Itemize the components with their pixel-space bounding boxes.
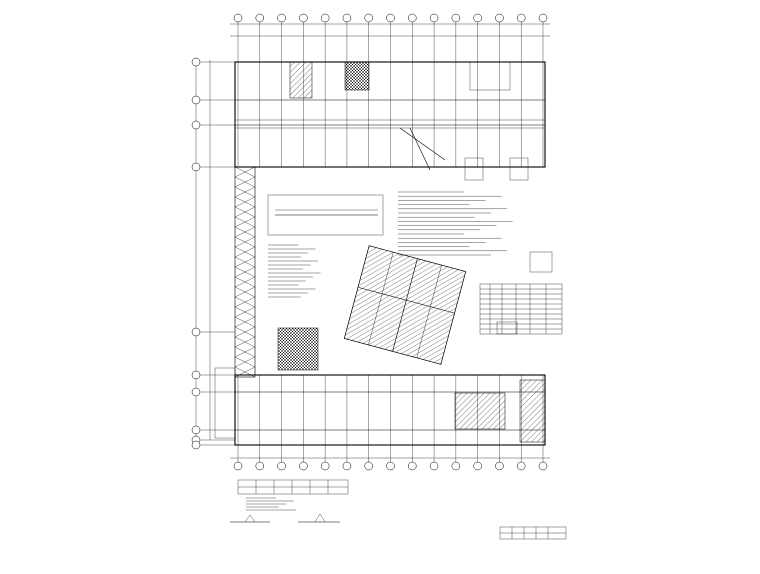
truss-member — [234, 216, 256, 228]
grid-bubble-bottom — [538, 445, 548, 471]
beam-section-detail — [267, 194, 384, 236]
grid-bubble-bottom — [233, 445, 243, 471]
legend-box — [499, 526, 567, 540]
grid-bubble-bottom — [408, 445, 417, 471]
grid-bubble-left — [191, 162, 235, 172]
grid-bubble-bottom — [495, 445, 504, 471]
grid-bubble-top — [429, 13, 439, 62]
grid-bubble-top — [320, 13, 330, 62]
grid-bubble-top — [299, 13, 308, 62]
truss-member — [234, 346, 256, 358]
grid-bubble-bottom — [364, 445, 373, 471]
grid-bubble-top — [495, 13, 504, 62]
truss-member — [234, 206, 256, 218]
truss-member — [234, 306, 256, 318]
grid-bubble-left — [191, 327, 235, 337]
grid-bubble-left — [191, 370, 235, 380]
truss-member — [234, 256, 256, 268]
grid-bubble-top — [233, 13, 243, 62]
truss-member — [234, 296, 256, 308]
general-notes-left — [268, 244, 321, 298]
grid-bubble-left — [191, 440, 235, 450]
column-details — [464, 157, 553, 335]
grid-bubble-bottom — [473, 445, 482, 471]
bottom-left-table — [237, 479, 349, 511]
grid-bubble-bottom — [320, 445, 330, 471]
grid-bubble-left — [191, 57, 235, 67]
bottom-section-details — [230, 513, 340, 523]
grid-bubble-top — [451, 13, 461, 62]
truss-member — [234, 226, 256, 238]
grid-bubble-top — [538, 13, 548, 62]
grid-bubble-bottom — [255, 445, 265, 471]
lower-wing — [214, 367, 546, 446]
schedule-table — [479, 283, 563, 335]
stair-core — [277, 327, 319, 371]
grid-bubble-bottom — [516, 445, 526, 471]
truss-member — [234, 176, 256, 188]
grid-bubble-top — [386, 13, 395, 62]
grid-bubble-top — [364, 13, 373, 62]
grid-bubble-top — [408, 13, 417, 62]
truss-member — [234, 326, 256, 338]
grid-bubble-top — [473, 13, 482, 62]
grid-bubble-top — [342, 13, 352, 62]
truss-member — [234, 196, 256, 208]
left-grid-axis — [191, 57, 235, 450]
grid-bubble-bottom — [429, 445, 439, 471]
upper-wing — [234, 61, 546, 171]
truss-member — [234, 286, 256, 298]
general-notes-right — [398, 191, 513, 256]
truss-member — [234, 356, 256, 368]
truss-member — [234, 186, 256, 198]
grid-bubble-left — [191, 387, 235, 397]
grid-bubble-bottom — [451, 445, 461, 471]
grid-bubble-bottom — [299, 445, 308, 471]
truss-member — [234, 336, 256, 348]
top-grid-axis — [230, 13, 550, 62]
left-corridor — [234, 166, 256, 378]
grid-bubble-top — [255, 13, 265, 62]
truss-member — [234, 166, 256, 178]
bottom-grid-axis — [230, 445, 550, 471]
grid-bubble-bottom — [342, 445, 352, 471]
truss-member — [234, 246, 256, 258]
grid-bubble-left — [191, 95, 235, 105]
truss-member — [234, 266, 256, 278]
grid-bubble-bottom — [386, 445, 395, 471]
grid-bubble-bottom — [277, 445, 286, 471]
truss-member — [234, 276, 256, 288]
grid-bubble-left — [191, 425, 235, 435]
grid-bubble-top — [516, 13, 526, 62]
grid-bubble-left — [191, 120, 235, 130]
truss-member — [234, 236, 256, 248]
truss-member — [234, 316, 256, 328]
grid-bubble-top — [277, 13, 286, 62]
rotated-block — [343, 245, 467, 365]
